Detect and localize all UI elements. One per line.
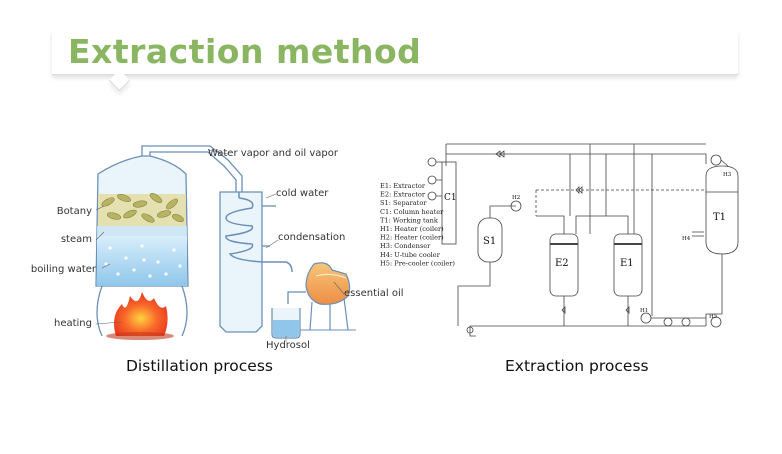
label-vapor: Water vapor and oil vapor [208, 148, 339, 159]
label-hydrosol: Hydrosol [266, 340, 310, 350]
tag-h1: H1 [640, 308, 648, 314]
legend-entry: H4: U-tube cooler [380, 251, 441, 259]
tag-s1: S1 [483, 236, 496, 247]
distillation-caption: Distillation process [126, 357, 273, 375]
legend-entry: H3: Condenser [380, 242, 431, 250]
legend-entry: E2: Extractor [380, 191, 426, 199]
leader-lines [95, 149, 345, 342]
separator-flask [287, 262, 356, 331]
tag-e2: E2 [555, 258, 569, 269]
legend-entry: H2: Heater (coiler) [380, 234, 444, 242]
legend-entry: E1: Extractor [380, 182, 426, 190]
still-stand [96, 285, 188, 337]
legend-entry: H5: Pre-cooler (coiler) [380, 259, 455, 267]
distillation-illustration: Water vapor and oil vapor cold water Bot… [31, 145, 404, 350]
label-heating: heating [54, 318, 92, 329]
tag-h3: H3 [723, 172, 732, 178]
still-vessel [95, 155, 189, 287]
tag-t1: T1 [713, 212, 726, 223]
tag-e1: E1 [620, 258, 634, 269]
hydrosol-beaker [271, 308, 301, 339]
label-condensation: condensation [278, 232, 345, 243]
header-banner [52, 30, 738, 75]
page-title: Extraction method [68, 32, 422, 71]
tag-h4: H4 [682, 236, 691, 242]
label-botany: Botany [57, 206, 92, 217]
label-steam: steam [61, 234, 92, 245]
vapor-pipe [141, 145, 243, 192]
tag-h2: H2 [512, 195, 520, 201]
botany-leaves [98, 193, 186, 226]
legend-entry: H1: Heater (coiler) [380, 225, 444, 233]
label-cold-water: cold water [276, 188, 329, 199]
extraction-caption: Extraction process [505, 357, 649, 375]
label-essential-oil: essential oil [344, 288, 404, 299]
fire-heating [106, 292, 174, 340]
condenser [219, 191, 293, 333]
legend-entry: T1: Working tank [380, 216, 439, 224]
legend-entry: C1: Column heater [380, 208, 444, 216]
label-boiling-water: boiling water [31, 264, 97, 275]
tag-h5: H5 [709, 314, 718, 320]
legend-entry: S1: Separator [380, 199, 427, 207]
tag-c1: C1 [444, 193, 457, 203]
